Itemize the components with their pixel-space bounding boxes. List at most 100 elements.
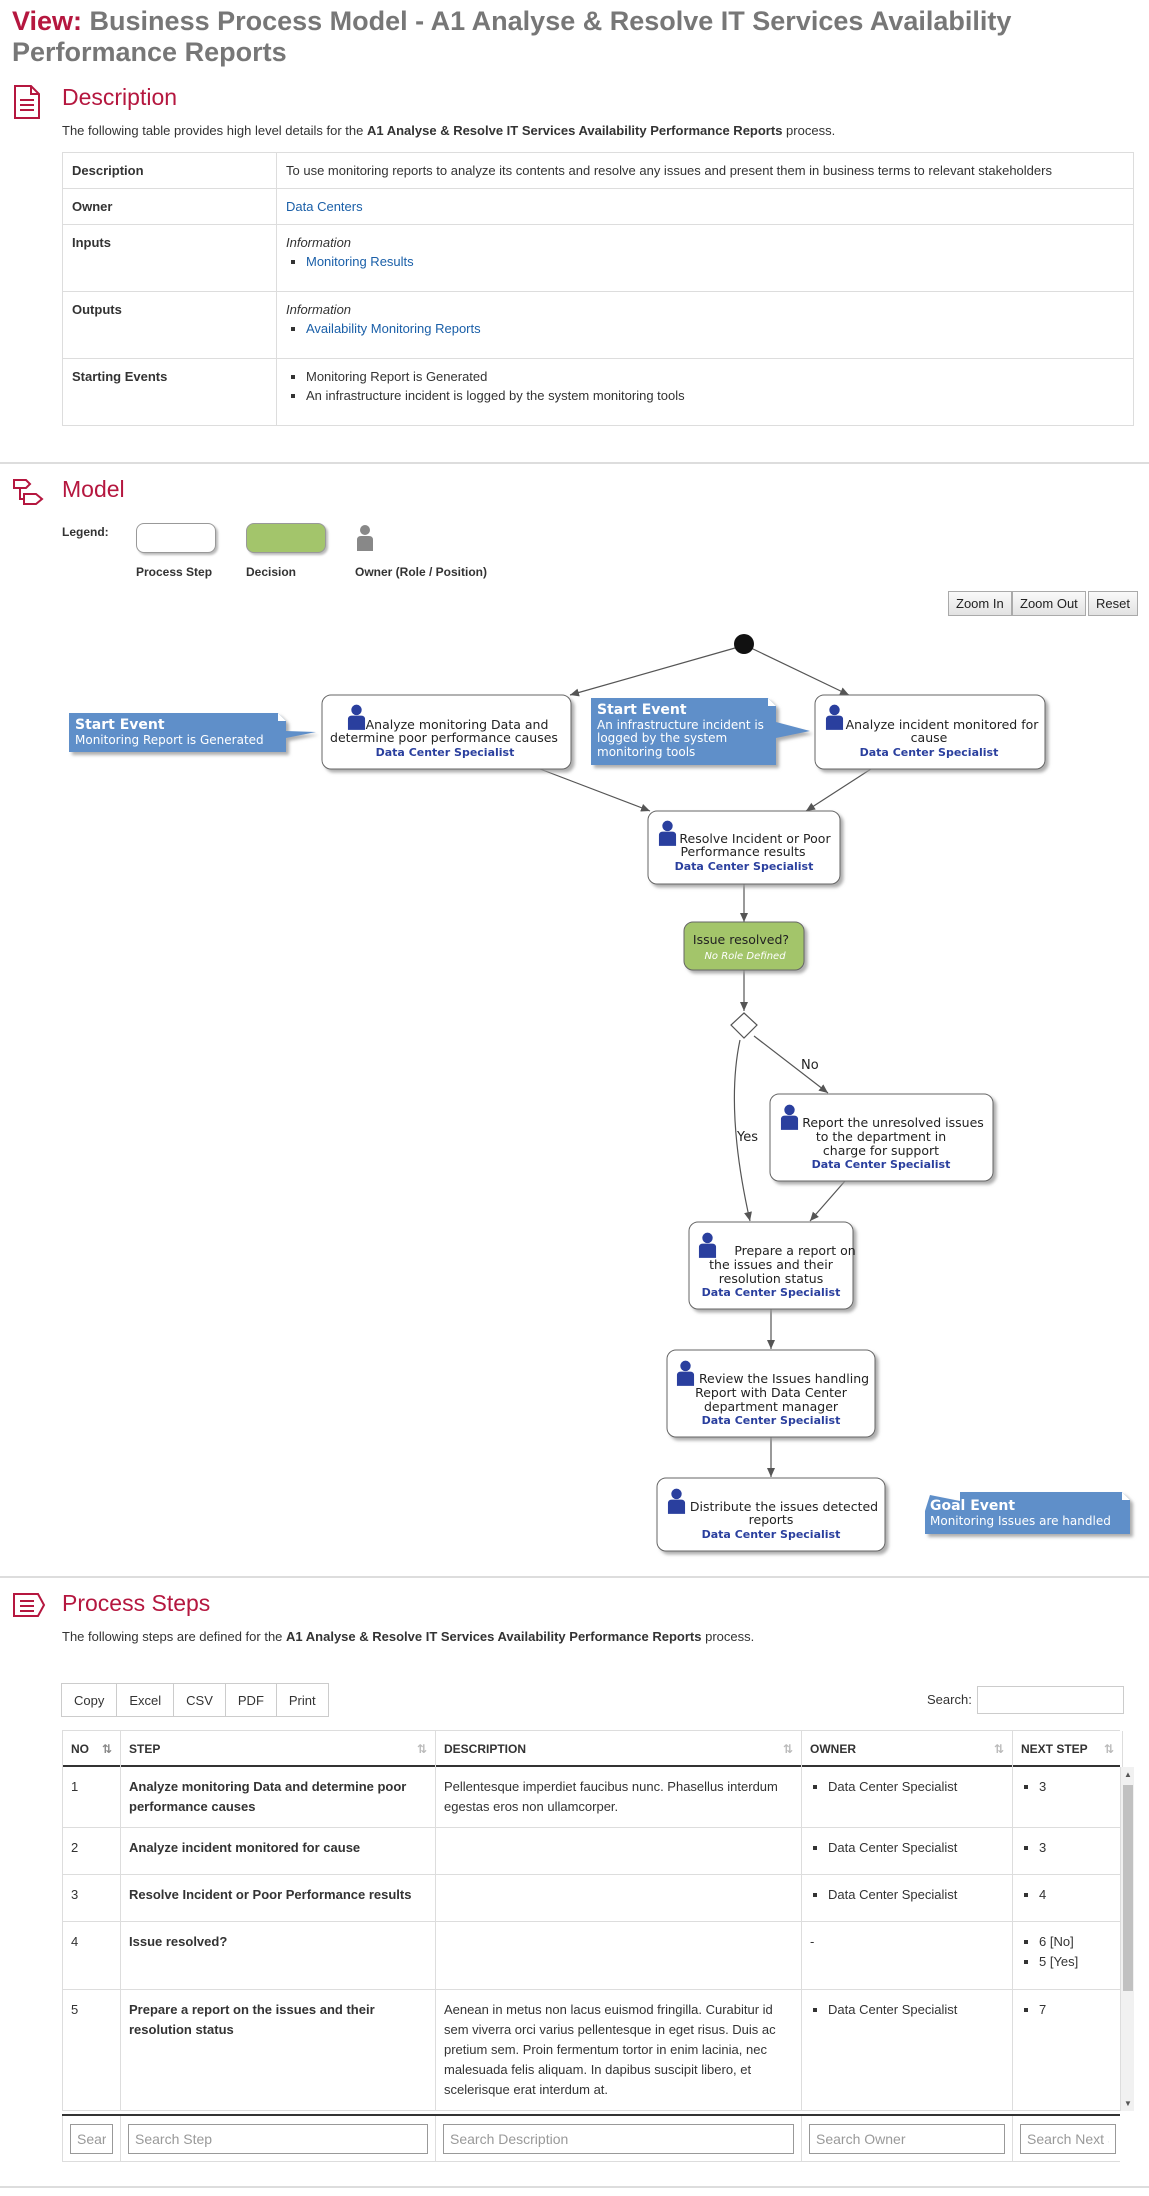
- table-scrollbar[interactable]: ▲ ▼: [1120, 1767, 1134, 2111]
- cell-next-step: 7: [1012, 1990, 1120, 2110]
- csv-button[interactable]: CSV: [173, 1683, 226, 1717]
- owner-link[interactable]: Data Centers: [286, 199, 363, 214]
- description-value: To use monitoring reports to analyze its…: [276, 152, 1134, 189]
- table-row: Starting Events Monitoring Report is Gen…: [62, 358, 1134, 426]
- cell-next-step: 3: [1012, 1767, 1120, 1827]
- step-role: Data Center Specialist: [702, 1414, 841, 1427]
- next-step-list: 3: [1021, 1777, 1114, 1797]
- cell-description: [435, 1875, 801, 1921]
- list-item: Availability Monitoring Reports: [306, 321, 1124, 336]
- search-owner-input[interactable]: [809, 2124, 1005, 2154]
- section-divider: [0, 462, 1149, 464]
- reset-button[interactable]: Reset: [1088, 591, 1138, 616]
- cell-step: Prepare a report on the issues and their…: [120, 1990, 435, 2110]
- next-step-item: 6 [No]: [1039, 1932, 1114, 1952]
- step-label: determine poor performance causes: [330, 730, 558, 745]
- process-step-3[interactable]: Resolve Incident or Poor Performance res…: [647, 810, 841, 885]
- scroll-down-icon[interactable]: ▼: [1124, 2099, 1132, 2108]
- description-intro: The following table provides high level …: [62, 123, 835, 138]
- process-step-1[interactable]: Analyze monitoring Data and determine po…: [321, 694, 572, 770]
- output-link[interactable]: Availability Monitoring Reports: [306, 321, 481, 336]
- cell-description: [435, 1922, 801, 1989]
- cell-step: Analyze monitoring Data and determine po…: [120, 1767, 435, 1827]
- process-steps-table: NO⇅ STEP⇅ DESCRIPTION⇅ OWNER⇅ NEXT STEP⇅…: [62, 1730, 1134, 2111]
- gateway-diamond: [730, 1012, 758, 1039]
- pdf-button[interactable]: PDF: [224, 1683, 277, 1717]
- decision-role: No Role Defined: [704, 951, 786, 962]
- copy-button[interactable]: Copy: [61, 1683, 118, 1717]
- cell-next-step: 3: [1012, 1828, 1120, 1874]
- decision-label: Issue resolved?: [693, 932, 789, 947]
- decision-issue-resolved[interactable]: Issue resolved? No Role Defined: [683, 921, 805, 971]
- intro-suffix: process.: [782, 123, 836, 138]
- owner-list: Data Center Specialist: [810, 2000, 1004, 2020]
- table-row: Inputs Information Monitoring Results: [62, 224, 1134, 292]
- process-step-5[interactable]: Prepare a report on the issues and their…: [688, 1221, 856, 1310]
- model-heading: Model: [62, 476, 125, 502]
- column-header-next-step[interactable]: NEXT STEP⇅: [1012, 1731, 1123, 1767]
- step-label: Analyze monitoring Data and: [366, 717, 549, 732]
- row-label: Outputs: [62, 291, 277, 359]
- column-header-description[interactable]: DESCRIPTION⇅: [435, 1731, 801, 1767]
- cell-step: Issue resolved?: [120, 1922, 435, 1989]
- search-step-input[interactable]: [128, 2124, 428, 2154]
- start-event-1: [69, 713, 316, 752]
- row-label: Inputs: [62, 224, 277, 292]
- input-link[interactable]: Monitoring Results: [306, 254, 414, 269]
- document-icon: [14, 85, 40, 119]
- edge-label-no: No: [801, 1058, 819, 1073]
- page-title: View: Business Process Model - A1 Analys…: [12, 6, 1122, 68]
- print-button[interactable]: Print: [275, 1683, 329, 1717]
- cell-description: [435, 1828, 801, 1874]
- cell-description: Pellentesque imperdiet faucibus nunc. Ph…: [435, 1767, 801, 1827]
- page-title-text: Business Process Model - A1 Analyse & Re…: [12, 6, 1012, 67]
- sort-icon: ⇅: [1103, 1742, 1114, 1756]
- model-icon: [13, 479, 44, 505]
- events-list: Monitoring Report is Generated An infras…: [286, 369, 1124, 403]
- column-header-no[interactable]: NO⇅: [62, 1731, 120, 1767]
- outputs-category: Information: [286, 302, 352, 317]
- search-description-input[interactable]: [443, 2124, 794, 2154]
- intro-process-name: A1 Analyse & Resolve IT Services Availab…: [286, 1629, 702, 1644]
- column-header-step[interactable]: STEP⇅: [120, 1731, 435, 1767]
- scroll-up-icon[interactable]: ▲: [1124, 1770, 1132, 1779]
- start-event-2-line: monitoring tools: [597, 745, 695, 759]
- step-label: the issues and their: [709, 1257, 834, 1272]
- zoom-out-button[interactable]: Zoom Out: [1012, 591, 1086, 616]
- goal-event-title: Goal Event: [930, 1498, 1015, 1514]
- owner-item: Data Center Specialist: [828, 1838, 1004, 1858]
- process-step-7[interactable]: Review the Issues handling Report with D…: [666, 1349, 876, 1438]
- cell-no: 3: [62, 1875, 120, 1921]
- step-role: Data Center Specialist: [702, 1528, 841, 1541]
- intro-suffix: process.: [701, 1629, 755, 1644]
- excel-button[interactable]: Excel: [116, 1683, 175, 1717]
- process-step-6[interactable]: Report the unresolved issues to the depa…: [769, 1093, 994, 1182]
- search-next-step-input[interactable]: [1020, 2124, 1116, 2154]
- next-step-list: 6 [No]5 [Yes]: [1021, 1932, 1114, 1972]
- zoom-in-button[interactable]: Zoom In: [948, 591, 1012, 616]
- search-label: Search:: [927, 1692, 972, 1707]
- search-no-input[interactable]: [70, 2124, 113, 2154]
- step-label: department manager: [704, 1399, 839, 1414]
- column-search-row: [62, 2114, 1120, 2162]
- start-event-1-title: Start Event: [75, 717, 165, 733]
- step-role: Data Center Specialist: [812, 1158, 951, 1171]
- description-table: Description To use monitoring reports to…: [62, 152, 1134, 426]
- owner-list: Data Center Specialist: [810, 1777, 1004, 1797]
- scrollbar-thumb[interactable]: [1123, 1785, 1133, 1991]
- column-header-owner[interactable]: OWNER⇅: [801, 1731, 1012, 1767]
- step-label: Review the Issues handling: [699, 1371, 869, 1386]
- step-role: Data Center Specialist: [702, 1286, 841, 1299]
- process-step-2[interactable]: Analyze incident monitored for cause Dat…: [814, 694, 1046, 770]
- table-search-input[interactable]: [977, 1686, 1124, 1714]
- process-steps-heading: Process Steps: [62, 1590, 211, 1616]
- sort-icon: ⇅: [416, 1742, 427, 1756]
- start-event-1-text: Monitoring Report is Generated: [75, 733, 264, 747]
- section-divider: [0, 1576, 1149, 1578]
- start-event-2-line: An infrastructure incident is: [597, 718, 764, 732]
- process-step-8[interactable]: Distribute the issues detected reports D…: [656, 1477, 886, 1552]
